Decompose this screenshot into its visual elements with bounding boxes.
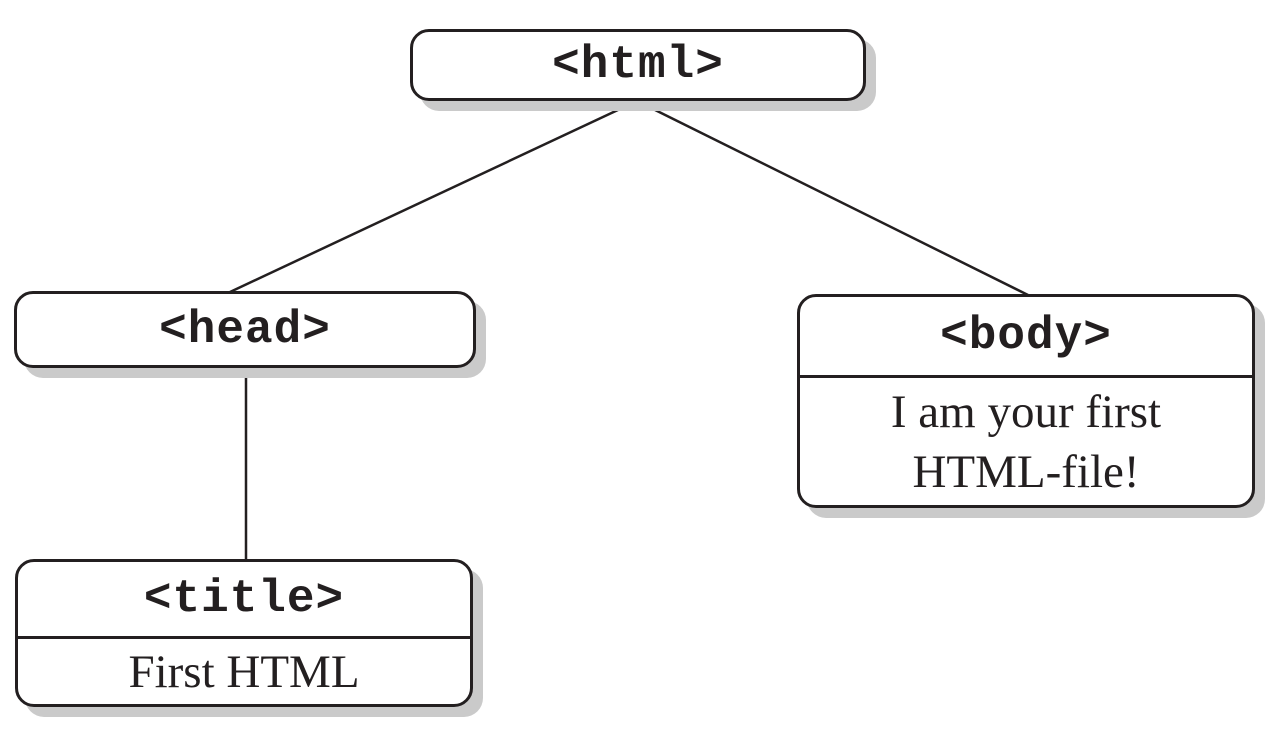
node-body: <body> I am your first HTML-file! bbox=[797, 294, 1255, 508]
node-title-content: First HTML bbox=[128, 645, 360, 698]
node-body-content-line-2: HTML-file! bbox=[912, 445, 1140, 498]
node-title-tag-label: <title> bbox=[143, 573, 345, 625]
node-body-content: I am your first HTML-file! bbox=[800, 378, 1252, 505]
node-title: <title> First HTML bbox=[15, 559, 473, 707]
node-title-divider bbox=[18, 636, 470, 639]
node-body-content-line-1: I am your first bbox=[890, 385, 1162, 438]
edge-html-body bbox=[636, 99, 1029, 297]
edge-html-head bbox=[229, 99, 638, 294]
node-head: <head> bbox=[14, 291, 476, 368]
node-body-tag-label: <body> bbox=[940, 310, 1112, 362]
node-body-divider bbox=[800, 375, 1252, 378]
node-html: <html> bbox=[410, 29, 866, 101]
node-html-tag-label: <html> bbox=[552, 39, 724, 91]
node-head-tag-label: <head> bbox=[159, 303, 331, 356]
